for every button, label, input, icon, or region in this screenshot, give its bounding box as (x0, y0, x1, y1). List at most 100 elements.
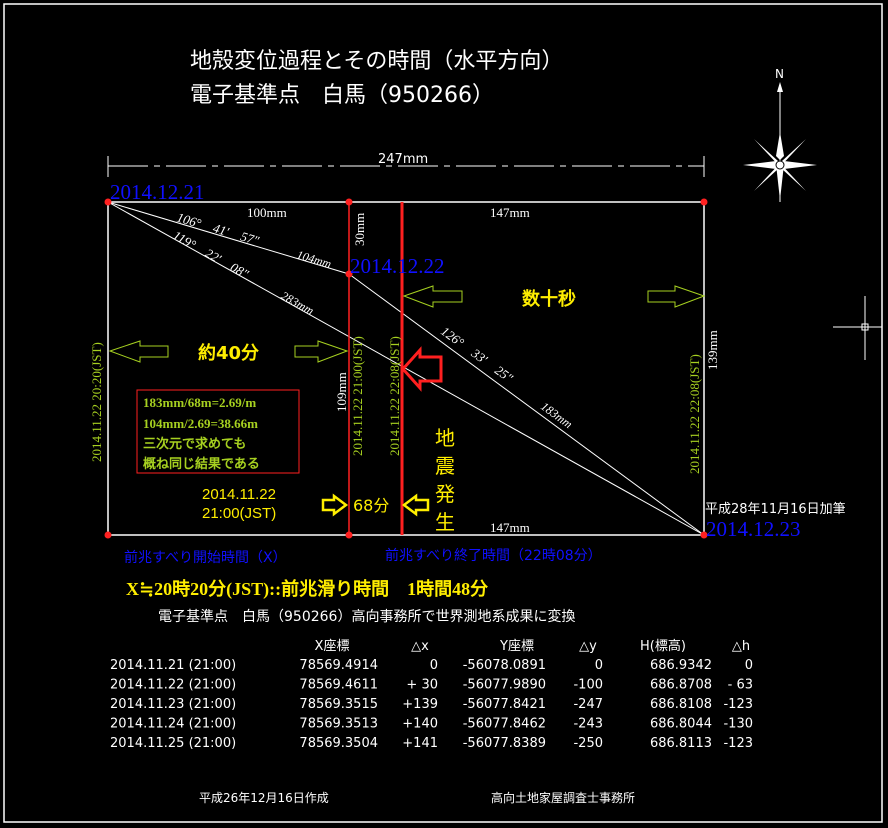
earthquake-occurrence-label: 地 震 発 生 (435, 426, 455, 534)
dimension-label-247: 247mm (378, 152, 428, 167)
title-line-1: 地殻変位過程とその時間（水平方向） (190, 49, 563, 74)
svg-text:生: 生 (435, 510, 455, 534)
table-cell: +140 (402, 717, 438, 732)
table-cell: 686.8044 (650, 717, 712, 732)
svg-text:概ね同じ結果である: 概ね同じ結果である (143, 456, 260, 472)
arrow-left-icon (108, 340, 169, 363)
earthquake-arrow-icon (400, 346, 443, 392)
dimension-283mm: 283mm (279, 288, 317, 318)
table-cell: -56078.0891 (463, 658, 546, 673)
table-cell: 686.8108 (650, 697, 712, 712)
interval-arrows (108, 285, 706, 363)
arrow-left-icon (402, 285, 463, 308)
table-row: 2014.11.25 (21:00) 78569.3504 +141 -56077.8… (110, 736, 753, 751)
svg-text:△x: △x (411, 639, 429, 654)
table-cell: -56077.8421 (463, 697, 546, 712)
svg-text:地: 地 (435, 426, 455, 450)
time-label-22-08-mid: 2014.11.22 22:08(JST) (387, 336, 402, 456)
interval-tens-of-seconds: 数十秒 (522, 288, 576, 310)
table-cell: 2014.11.25 (21:00) (110, 736, 236, 751)
start-date-label: 2014.11.22 (202, 486, 276, 503)
table-cell: -250 (573, 736, 603, 751)
interval-about-40-min: 約40分 (198, 342, 259, 364)
table-row: 2014.11.22 (21:00)78569.4611+ 30-56077.9… (110, 678, 753, 693)
coordinate-table: X座標 △x Y座標 △y H(標高) △h 2014.11.21 (21:00… (110, 638, 753, 751)
table-cell: 2014.11.23 (21:00) (110, 697, 236, 712)
dimension-104mm: 104mm (295, 247, 333, 271)
svg-text:Y座標: Y座標 (499, 639, 534, 654)
table-cell: 686.8113 (650, 736, 712, 751)
time-label-21-00: 2014.11.22 21:00(JST) (350, 336, 365, 456)
drawing-frame (3, 3, 883, 823)
compass-rose-icon: N (743, 67, 817, 202)
arrow-right-icon (321, 493, 349, 517)
table-cell: 2014.11.24 (21:00) (110, 717, 236, 732)
north-label: N (775, 67, 784, 81)
table-cell: + 30 (406, 678, 438, 693)
table-cell: 2014.11.22 (21:00) (110, 678, 236, 693)
title-line-2: 電子基準点 白馬（950266） (190, 83, 494, 108)
table-cell: +141 (402, 736, 438, 751)
table-cell: -123 (723, 736, 753, 751)
table-cell: -56077.8462 (463, 717, 546, 732)
table-cell: 78569.3515 (299, 697, 378, 712)
table-cell: 78569.4611 (299, 678, 378, 693)
dimension-109mm: 109mm (334, 372, 349, 412)
interval-68-min: 68分 (353, 496, 389, 515)
caption-conversion: 電子基準点 白馬（950266）高向事務所で世界測地系成果に変換 (158, 608, 575, 625)
time-label-22-08-right: 2014.11.22 22:08(JST) (687, 354, 702, 474)
calculation-text: 183mm/68m=2.69/m 104mm/2.69=38.66m 三次元で求… (143, 395, 260, 472)
svg-text:X座標: X座標 (315, 639, 350, 654)
arrow-right-icon (294, 340, 349, 363)
table-cell: 686.8708 (650, 678, 712, 693)
table-row: 2014.11.24 (21:00) 78569.3513 +140 -56077.8… (110, 717, 753, 732)
point-label-2014-12-22: 2014.12.22 (350, 254, 445, 278)
caption-slip-start: 前兆すべり開始時間（X） (124, 549, 287, 566)
table-cell: 78569.3513 (299, 717, 378, 732)
calculation-box (136, 389, 300, 474)
caption-slip-end: 前兆すべり終了時間（22時08分） (385, 547, 602, 564)
dimension-147mm-top: 147mm (490, 205, 530, 220)
table-cell: 0 (595, 658, 603, 673)
table-cell: -100 (573, 678, 603, 693)
table-row: 2014.11.23 (21:00) 78569.3515 +139 -56077.8… (110, 697, 753, 712)
svg-text:震: 震 (435, 454, 455, 478)
table-cell: 686.9342 (650, 658, 712, 673)
dimension-147mm-bottom: 147mm (490, 520, 530, 535)
angle-label-3: 126° 33′ 25″ (438, 323, 516, 385)
dimension-100mm: 100mm (247, 205, 287, 220)
svg-text:104mm/2.69=38.66m: 104mm/2.69=38.66m (143, 416, 258, 431)
table-cell: -243 (573, 717, 603, 732)
time-label-20-20: 2014.11.22 20:20(JST) (89, 342, 104, 462)
footer-created-date: 平成26年12月16日作成 (199, 791, 329, 805)
svg-text:△h: △h (732, 639, 750, 654)
table-cell: -123 (723, 697, 753, 712)
svg-text:三次元で求めても: 三次元で求めても (143, 436, 246, 452)
table-header: X座標 △x Y座標 △y H(標高) △h (315, 638, 751, 654)
dimension-139mm: 139mm (705, 330, 720, 370)
svg-text:H(標高): H(標高) (640, 638, 686, 654)
start-time-label: 21:00(JST) (202, 505, 276, 522)
caption-summary: X≒20時20分(JST)::前兆滑り時間 1時間48分 (126, 578, 488, 600)
table-cell: -130 (723, 717, 753, 732)
footer-office-name: 高向土地家屋調査士事務所 (491, 790, 635, 805)
note-added-date: 平成28年11月16日加筆 (705, 502, 846, 517)
arrow-left-icon (401, 493, 430, 517)
table-cell: - 63 (728, 678, 753, 693)
table-cell: 78569.3504 (299, 736, 378, 751)
table-cell: -56077.8389 (463, 736, 546, 751)
point-label-2014-12-23: 2014.12.23 (706, 517, 801, 541)
table-cell: 0 (745, 658, 753, 673)
table-cell: +139 (402, 697, 438, 712)
dimension-30mm: 30mm (352, 213, 367, 246)
table-cell: 2014.11.21 (21:00) (110, 658, 236, 673)
table-cell: -247 (573, 697, 603, 712)
table-cell: 0 (430, 658, 438, 673)
dimension-247 (107, 156, 705, 177)
crosshair-marker-icon (833, 296, 882, 360)
displacement-lines (107, 201, 705, 536)
arrow-right-icon (647, 285, 706, 308)
svg-text:183mm/68m=2.69/m: 183mm/68m=2.69/m (143, 395, 256, 410)
